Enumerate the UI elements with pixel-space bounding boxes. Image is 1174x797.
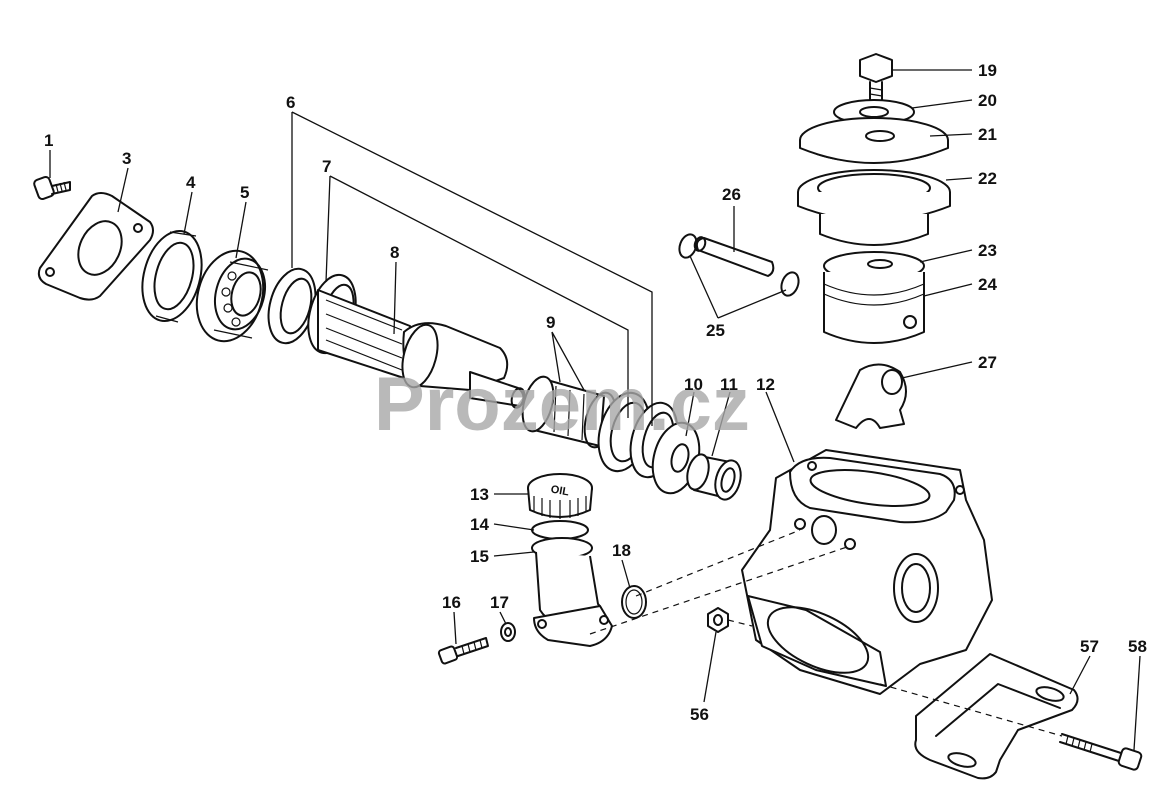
label-12: 12 <box>756 375 775 394</box>
label-17: 17 <box>490 593 509 612</box>
label-58: 58 <box>1128 637 1147 656</box>
label-19: 19 <box>978 61 997 80</box>
part-4-seal-ring[interactable] <box>133 224 211 327</box>
watermark-text: Prozem.cz <box>374 362 750 447</box>
part-5-bearing[interactable] <box>187 243 273 348</box>
part-25-circlip-right[interactable] <box>778 270 801 298</box>
part-14-seal[interactable] <box>531 520 589 540</box>
label-13: 13 <box>470 485 489 504</box>
label-22: 22 <box>978 169 997 188</box>
label-23: 23 <box>978 241 997 260</box>
label-8: 8 <box>390 243 399 262</box>
part-26-pin[interactable] <box>693 236 775 277</box>
label-14: 14 <box>470 515 489 534</box>
label-18: 18 <box>612 541 631 560</box>
label-4: 4 <box>186 173 196 192</box>
part-13-oil-cap[interactable]: OIL <box>527 473 593 519</box>
assembly-lines <box>589 529 1063 737</box>
label-25: 25 <box>706 321 725 340</box>
part-21-diaphragm[interactable] <box>799 117 949 164</box>
part-17-washer[interactable] <box>500 622 516 642</box>
leader-lines <box>49 69 1141 751</box>
label-9: 9 <box>546 313 555 332</box>
label-27: 27 <box>978 353 997 372</box>
part-56-nut[interactable] <box>707 607 729 633</box>
part-58-long-bolt[interactable] <box>1059 733 1143 771</box>
part-27-connecting-rod[interactable] <box>835 363 907 429</box>
part-1-bolt[interactable] <box>33 175 71 201</box>
label-7: 7 <box>322 157 331 176</box>
part-25-circlip-left[interactable] <box>676 232 699 260</box>
part-57-bracket[interactable] <box>914 653 1079 780</box>
part-9-ring-set[interactable] <box>590 387 685 482</box>
label-6: 6 <box>286 93 295 112</box>
label-11: 11 <box>720 375 738 394</box>
part-18-o-ring[interactable] <box>621 585 647 619</box>
part-11-bushing[interactable] <box>684 452 745 502</box>
label-26: 26 <box>722 185 741 204</box>
part-number-labels: 1 3 4 5 6 7 8 9 10 11 12 13 14 15 16 17 … <box>44 61 1147 724</box>
label-57: 57 <box>1080 637 1099 656</box>
part-8-shaft[interactable] <box>317 289 526 409</box>
part-24-piston[interactable] <box>823 272 925 344</box>
oil-cap-text: OIL <box>550 483 570 498</box>
label-15: 15 <box>470 547 489 566</box>
label-3: 3 <box>122 149 131 168</box>
label-20: 20 <box>978 91 997 110</box>
part-15-reservoir[interactable] <box>531 537 613 647</box>
part-16-screw[interactable] <box>437 637 489 665</box>
label-56: 56 <box>690 705 709 724</box>
part-9-needle-bearing[interactable] <box>517 373 621 450</box>
label-10: 10 <box>684 375 703 394</box>
label-24: 24 <box>978 275 997 294</box>
part-19-bolt[interactable] <box>859 53 893 105</box>
label-16: 16 <box>442 593 461 612</box>
part-12-pump-housing[interactable] <box>741 449 993 695</box>
label-21: 21 <box>978 125 997 144</box>
part-3-flange-plate[interactable] <box>37 192 154 301</box>
label-1: 1 <box>44 131 53 150</box>
part-22-head-cover[interactable] <box>797 169 951 246</box>
label-5: 5 <box>240 183 249 202</box>
